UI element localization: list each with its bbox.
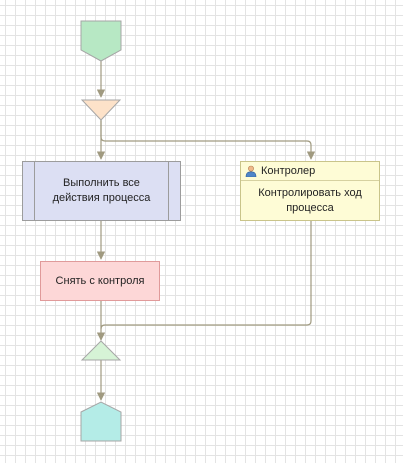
controller-task-header: Контролер [241, 162, 379, 181]
parallel-task-right-bar [168, 162, 169, 220]
remove-control-label: Снять с контроля [55, 274, 145, 287]
remove-control-node[interactable]: Снять с контроля [40, 261, 160, 301]
parallel-task-left-bar [34, 162, 35, 220]
connector-split-to-controller [100, 120, 316, 160]
merge-node[interactable] [80, 340, 122, 361]
user-icon [245, 165, 257, 177]
parallel-task-node[interactable]: Выполнить все действия процесса [22, 161, 181, 221]
parallel-task-label: Выполнить все действия процесса [52, 177, 151, 204]
controller-task-body: Контролировать ход процесса [241, 181, 379, 220]
start-node[interactable] [80, 20, 122, 62]
controller-task-node[interactable]: Контролер Контролировать ход процесса [240, 161, 380, 221]
connector-controller-to-merge [100, 221, 312, 330]
end-node[interactable] [80, 401, 122, 442]
controller-task-label: Контролировать ход процесса [258, 186, 362, 214]
controller-role-label: Контролер [261, 165, 316, 177]
split-node[interactable] [80, 99, 122, 121]
